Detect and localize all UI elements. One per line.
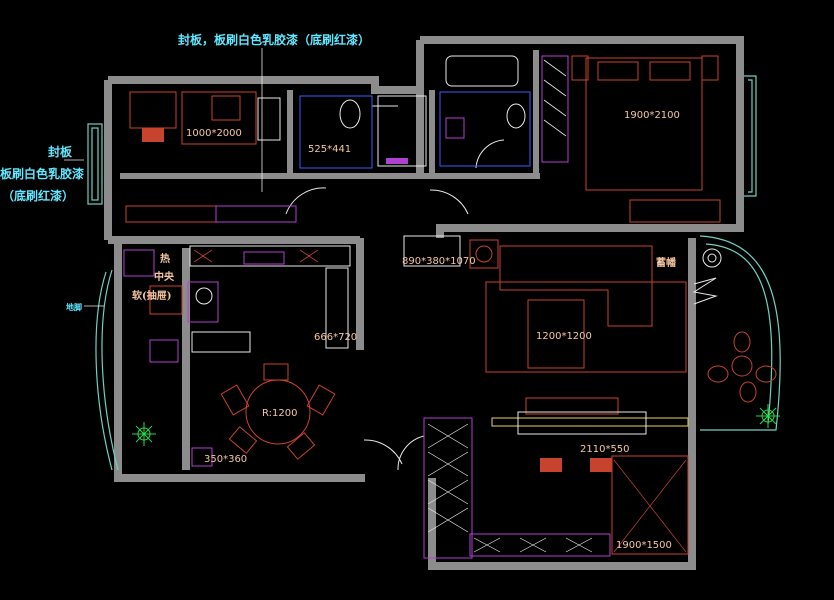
left-annotation-line3: （底刷红漆） [2,188,74,203]
bathtub-icon [445,55,519,87]
double-bed [585,57,703,191]
door-swings [285,105,505,471]
toilet-icon [339,99,361,129]
kitchen-label-b: 中央 [154,270,175,283]
plant-icon [756,404,780,428]
study-room: 1000*2000 [125,91,297,223]
plant-icon [132,422,156,446]
bottom-bed [611,455,689,555]
bottom-bed-dimension: 1900*1500 [616,540,672,551]
sofa [499,245,653,327]
master-bed-dimension: 1900*2100 [624,110,680,121]
dining-table-dimension: R:1200 [262,408,297,419]
entry-cabinet-dimension: 890*380*1070 [402,256,476,267]
balcony-label: 蓄幡 [656,256,677,269]
master-bedroom: 1900*2100 [541,55,721,223]
study-bed-dimension: 1000*2000 [186,128,242,139]
small-bath: 525*441 [299,95,427,169]
toilet-icon [506,103,526,129]
living-room: 890*380*1070 1200*1200 2110*550 蓄幡 [402,235,689,472]
master-bath [439,55,531,167]
annotations: 封板，板刷白色乳胶漆（底刷红漆） 封板 板刷白色乳胶漆 （底刷红漆） 地脚 [0,32,370,312]
balcony [692,248,780,428]
dining-area: R:1200 350*360 [132,363,336,467]
balcony-table [731,355,753,377]
tv-unit [491,417,689,427]
kitchen-label-c: 软(抽屉) [132,289,171,302]
stove-icon [195,287,213,305]
top-annotation: 封板，板刷白色乳胶漆（底刷红漆） [178,32,370,47]
bottom-room: 1900*1500 [423,417,689,559]
kitchen-counter-dimension: 666*720 [314,332,357,343]
sofa-table-dimension: 1200*1200 [536,331,592,342]
kitchen: 热 中央 软(抽屉) 666*720 [123,245,357,363]
left-small-annotation: 地脚 [66,302,82,312]
kitchen-label-a: 热 [160,252,170,265]
left-annotation-line1: 封板 [48,144,73,159]
coffee-table [527,299,585,369]
side-unit-dimension: 350*360 [204,454,247,465]
left-annotation-line2: 板刷白色乳胶漆 [0,166,84,181]
tv-unit-dimension: 2110*550 [580,444,630,455]
bath-small-dimension: 525*441 [308,144,351,155]
sink-icon [445,117,465,139]
